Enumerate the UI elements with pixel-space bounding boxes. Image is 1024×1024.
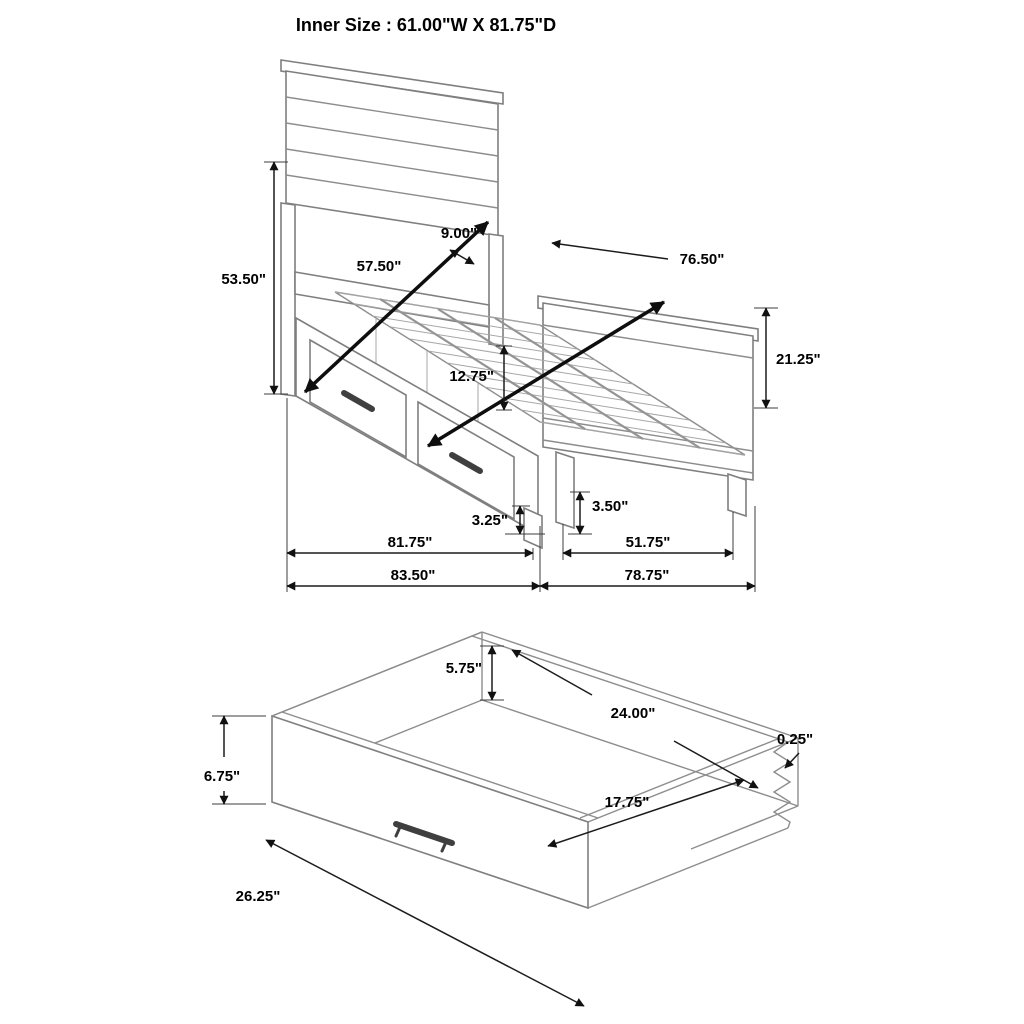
- dim-inner-depth: 81.75": [388, 534, 433, 551]
- dim-platform-height: 12.75": [449, 368, 494, 385]
- drawer-diagram: 5.75" 24.00" 0.25" 17.75" 6.75" 26.25": [204, 631, 813, 1007]
- page-title: Inner Size : 61.00"W X 81.75"D: [296, 15, 556, 35]
- dim-clearance-foot: 3.50": [592, 498, 628, 515]
- dim-slat-spacing: 9.00": [441, 225, 477, 242]
- dim-overall-depth: 83.50": [391, 567, 436, 584]
- dim-drawer-front-height: 6.75": [204, 768, 240, 785]
- bed-dimensions: 53.50" 9.00" 57.50" 76.50" 12.75" 21.25": [221, 161, 821, 592]
- dim-clearance-front: 3.25": [472, 512, 508, 529]
- dim-footboard-height: 21.25": [776, 351, 821, 368]
- dim-overall-width: 78.75": [625, 567, 670, 584]
- drawer-dimensions: 5.75" 24.00" 0.25" 17.75" 6.75" 26.25": [204, 645, 813, 1007]
- dovetail-joint: [772, 741, 792, 829]
- dim-drawer-front-width: 26.25": [236, 888, 281, 905]
- dim-slat-span: 57.50": [357, 258, 402, 275]
- center-leg: [523, 506, 543, 550]
- dim-headboard-height: 53.50": [221, 271, 266, 288]
- dim-footboard-span: 51.75": [626, 534, 671, 551]
- dim-drawer-back-height: 5.75": [446, 660, 482, 677]
- footboard: [537, 295, 759, 530]
- dim-drawer-inner-depth: 17.75": [605, 794, 650, 811]
- dim-rail-length: 76.50": [680, 251, 725, 268]
- bed-drawer-1-handle-icon: [341, 390, 375, 412]
- bed-drawer-2-handle-icon: [449, 452, 483, 474]
- dim-drawer-panel-thickness: 0.25": [777, 731, 813, 748]
- drawer-box: [271, 631, 799, 910]
- dim-drawer-side-depth: 24.00": [611, 705, 656, 722]
- bed-diagram: 53.50" 9.00" 57.50" 76.50" 12.75" 21.25": [221, 59, 821, 592]
